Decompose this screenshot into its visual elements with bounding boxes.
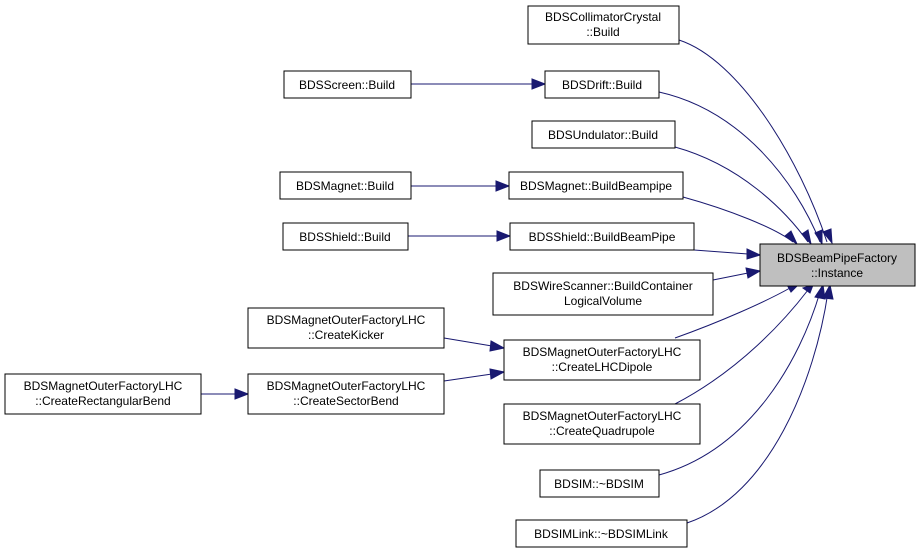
node-shield-beampipe[interactable]: BDSShield::BuildBeamPipe [509,222,695,251]
node-magnet-build-label: BDSMagnet::Build [296,179,394,193]
node-magnet-beampipe[interactable]: BDSMagnet::BuildBeampipe [508,171,684,200]
node-target-line-2: ::Instance [811,266,863,280]
edge-shield-beampipe-to-target [693,248,762,260]
node-lhcdipole-line-1: BDSMagnetOuterFactoryLHC [523,345,682,359]
node-quadrupole[interactable]: BDSMagnetOuterFactoryLHC ::CreateQuadrup… [503,403,701,445]
node-magnet-build[interactable]: BDSMagnet::Build [279,171,412,200]
node-magnet-beampipe-label: BDSMagnet::BuildBeampipe [520,179,672,193]
node-collimator-line-1: BDSCollimatorCrystal [545,10,661,24]
node-drift-label: BDSDrift::Build [562,78,642,92]
edge-rectbend-to-sectorbend [201,388,250,400]
edge-bdsimlink-to-target [686,283,834,524]
edge-wirescanner-to-target [712,267,762,281]
node-quadrupole-line-1: BDSMagnetOuterFactoryLHC [523,409,682,423]
edge-collimator-to-target [678,39,833,245]
edge-sectorbend-to-lhcdipole [443,368,506,382]
node-shield-build[interactable]: BDSShield::Build [282,222,409,251]
edge-shield-build-to-beampipe [408,230,512,242]
node-bdsim-label: BDSIM::~BDSIM [554,477,644,491]
node-undulator-label: BDSUndulator::Build [548,128,658,142]
node-drift[interactable]: BDSDrift::Build [544,70,660,99]
node-rectbend[interactable]: BDSMagnetOuterFactoryLHC ::CreateRectang… [4,373,202,415]
node-sectorbend-line-2: ::CreateSectorBend [293,394,398,408]
edge-bdsim-to-target [658,283,826,476]
node-sectorbend[interactable]: BDSMagnetOuterFactoryLHC ::CreateSectorB… [247,373,445,415]
node-sectorbend-line-1: BDSMagnetOuterFactoryLHC [267,379,426,393]
node-target[interactable]: BDSBeamPipeFactory ::Instance [759,243,916,287]
node-quadrupole-line-2: ::CreateQuadrupole [549,424,655,438]
node-bdsimlink-label: BDSIMLink::~BDSIMLink [534,527,669,541]
node-wirescanner-line-2: LogicalVolume [564,294,642,308]
node-kicker-line-2: ::CreateKicker [308,328,384,342]
node-lhcdipole-line-2: ::CreateLHCDipole [552,360,653,374]
node-collimator-line-2: ::Build [586,25,619,39]
node-collimator[interactable]: BDSCollimatorCrystal ::Build [527,5,680,45]
node-wirescanner-line-1: BDSWireScanner::BuildContainer [513,279,692,293]
node-rectbend-line-2: ::CreateRectangularBend [35,394,170,408]
node-shield-beampipe-label: BDSShield::BuildBeamPipe [529,230,676,244]
edge-drift-to-target [658,91,823,246]
edge-magnet-beampipe-to-target [682,196,799,246]
node-kicker[interactable]: BDSMagnetOuterFactoryLHC ::CreateKicker [247,307,445,349]
edge-kicker-to-lhcdipole [443,337,506,352]
node-bdsimlink[interactable]: BDSIMLink::~BDSIMLink [515,519,688,548]
node-shield-build-label: BDSShield::Build [299,230,390,244]
node-lhcdipole[interactable]: BDSMagnetOuterFactoryLHC ::CreateLHCDipo… [503,339,701,381]
node-wirescanner[interactable]: BDSWireScanner::BuildContainer LogicalVo… [492,272,714,316]
node-target-line-1: BDSBeamPipeFactory [777,251,897,265]
edge-undulator-to-target [674,146,812,246]
node-screen-label: BDSScreen::Build [299,78,395,92]
edge-screen-to-drift [411,78,547,90]
node-screen[interactable]: BDSScreen::Build [283,70,412,99]
node-bdsim[interactable]: BDSIM::~BDSIM [539,469,660,498]
node-undulator[interactable]: BDSUndulator::Build [531,120,676,149]
node-kicker-line-1: BDSMagnetOuterFactoryLHC [267,313,426,327]
edge-magnet-build-to-beampipe [411,180,511,192]
node-rectbend-line-1: BDSMagnetOuterFactoryLHC [24,379,183,393]
edges [201,39,834,524]
